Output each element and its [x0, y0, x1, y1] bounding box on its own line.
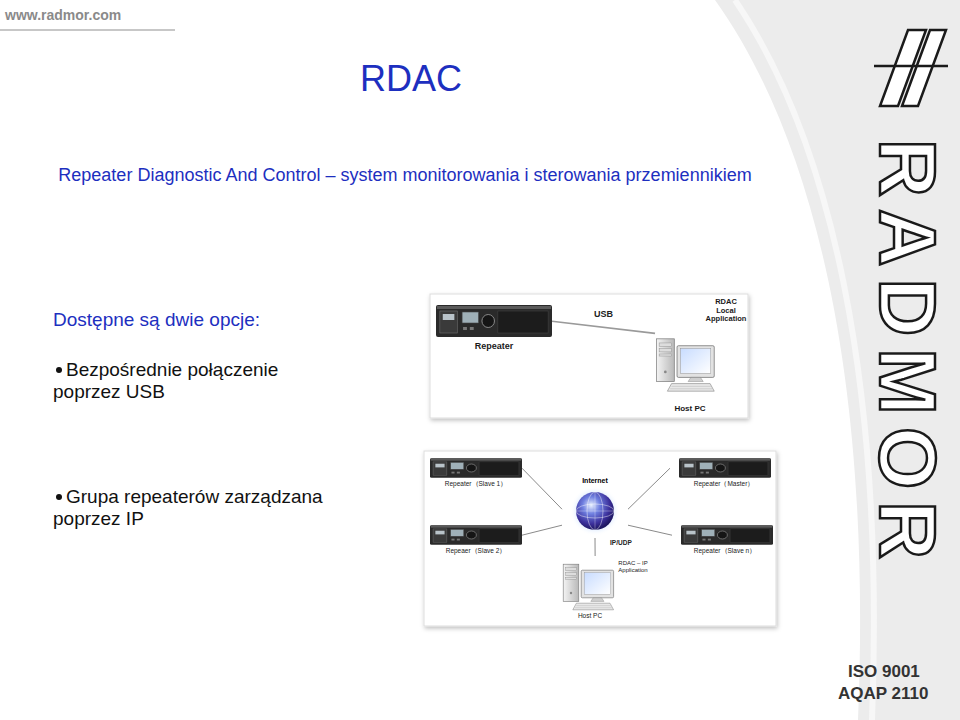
header-rule [0, 29, 175, 31]
device-node: Repeater（Master） [670, 457, 775, 489]
device-caption: Repeaer（Slave 2） [430, 547, 522, 554]
repeater-unit [430, 524, 522, 546]
device-node: Repeater [436, 303, 552, 355]
usb-panel [430, 294, 748, 418]
internet-globe [570, 486, 620, 536]
device-node: Internet [562, 474, 628, 538]
device-caption: Host PC [665, 404, 715, 413]
host-pc-icon [655, 326, 717, 404]
radmor-logo: RADMOR [867, 139, 947, 571]
device-caption: Repeater（Slave 1） [430, 480, 522, 487]
link-label: USB [593, 309, 614, 319]
network-link [522, 525, 562, 535]
bullet [56, 494, 62, 500]
logo-slashes [874, 30, 948, 106]
device-node: Repeater（Slave 1） [430, 457, 522, 489]
network-link [595, 538, 596, 556]
device-node: RDAC – IP ApplicationHost PC [562, 556, 654, 622]
network-link [522, 468, 562, 509]
usb-cable [552, 321, 655, 333]
repeater-unit [681, 524, 773, 546]
slide-title: RDAC [360, 58, 462, 100]
bullet [56, 367, 62, 373]
ip-panel [424, 451, 776, 626]
device-caption: RDAC – IP Application [612, 560, 654, 574]
website-url: www.radmor.com [5, 7, 121, 23]
network-link [628, 468, 670, 509]
options-heading: Dostępne są dwie opcje: [53, 309, 260, 331]
device-caption: Repeater（Slave n） [676, 547, 774, 554]
device-caption: Repeater [436, 341, 552, 351]
repeater-unit [679, 457, 771, 479]
device-caption: Host PC [568, 612, 612, 619]
repeater-unit [436, 303, 552, 339]
bullet-text: Grupa repeaterów zarządzana poprzez IP [53, 486, 383, 530]
device-node: Repeater（Slave n） [672, 524, 775, 556]
certification: ISO 9001 [848, 662, 920, 682]
network-link [628, 525, 672, 535]
link-label: IP/UDP [609, 539, 633, 546]
host-pc-icon [562, 562, 616, 612]
certification: AQAP 2110 [838, 684, 928, 704]
device-node: RDAC Local ApplicationHost PC [655, 298, 747, 416]
device-caption: Repeater（Master） [675, 480, 773, 487]
device-caption: Internet [562, 477, 628, 485]
device-caption: RDAC Local Application [705, 298, 747, 324]
bullet-text: Bezpośrednie połączenie poprzez USB [53, 359, 343, 403]
repeater-unit [430, 457, 522, 479]
subtitle: Repeater Diagnostic And Control – system… [45, 162, 765, 188]
device-node: Repeaer（Slave 2） [430, 524, 522, 556]
